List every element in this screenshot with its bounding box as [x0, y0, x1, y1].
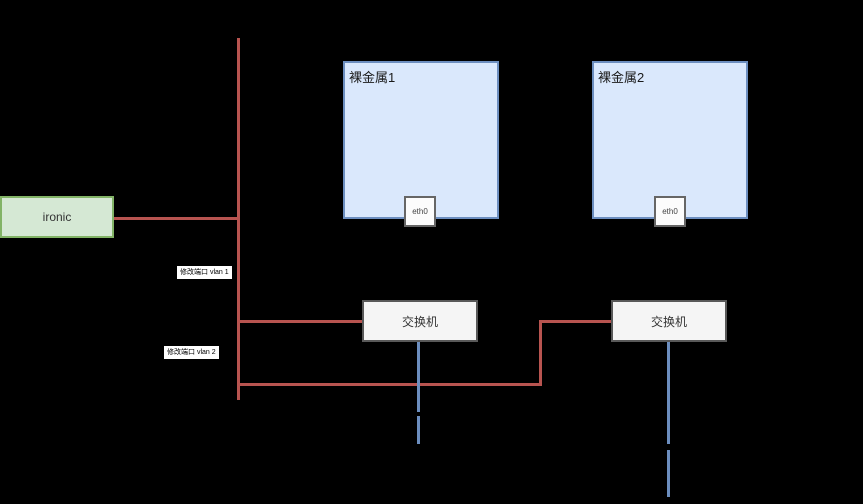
ironic-node: ironic [0, 196, 114, 238]
switch-1-node: 交换机 [362, 300, 478, 342]
ironic-node-label: ironic [42, 210, 72, 224]
blue-line-switch1-upper [417, 342, 420, 412]
red-line-elbow-to-switch2 [541, 320, 611, 323]
red-line-trunk-to-switch1 [239, 320, 362, 323]
blue-line-switch1-lower [417, 416, 420, 444]
annotation-modify-port-vlan2: 修改端口 vlan 2 [164, 346, 219, 359]
eth0-port-metal1: eth0 [404, 196, 436, 227]
eth0-port-metal1-label: eth0 [412, 207, 428, 216]
switch-2-node: 交换机 [611, 300, 727, 342]
blue-line-switch2-lower [667, 450, 670, 497]
bare-metal-1-node: 裸金属1 [343, 61, 499, 219]
annotation-modify-port-vlan1: 修改端口 vlan 1 [177, 266, 232, 279]
blue-line-switch2-upper [667, 342, 670, 444]
red-line-trunk-to-switch2-bottom [239, 383, 542, 386]
red-line-switch2-elbow [539, 320, 542, 386]
switch-1-label: 交换机 [401, 314, 438, 329]
red-line-ironic-to-trunk [113, 217, 239, 220]
eth0-port-metal2: eth0 [654, 196, 686, 227]
switch-2-label: 交换机 [650, 314, 687, 329]
eth0-port-metal2-label: eth0 [662, 207, 678, 216]
bare-metal-2-label: 裸金属2 [598, 70, 645, 85]
bare-metal-1-label: 裸金属1 [349, 70, 396, 85]
